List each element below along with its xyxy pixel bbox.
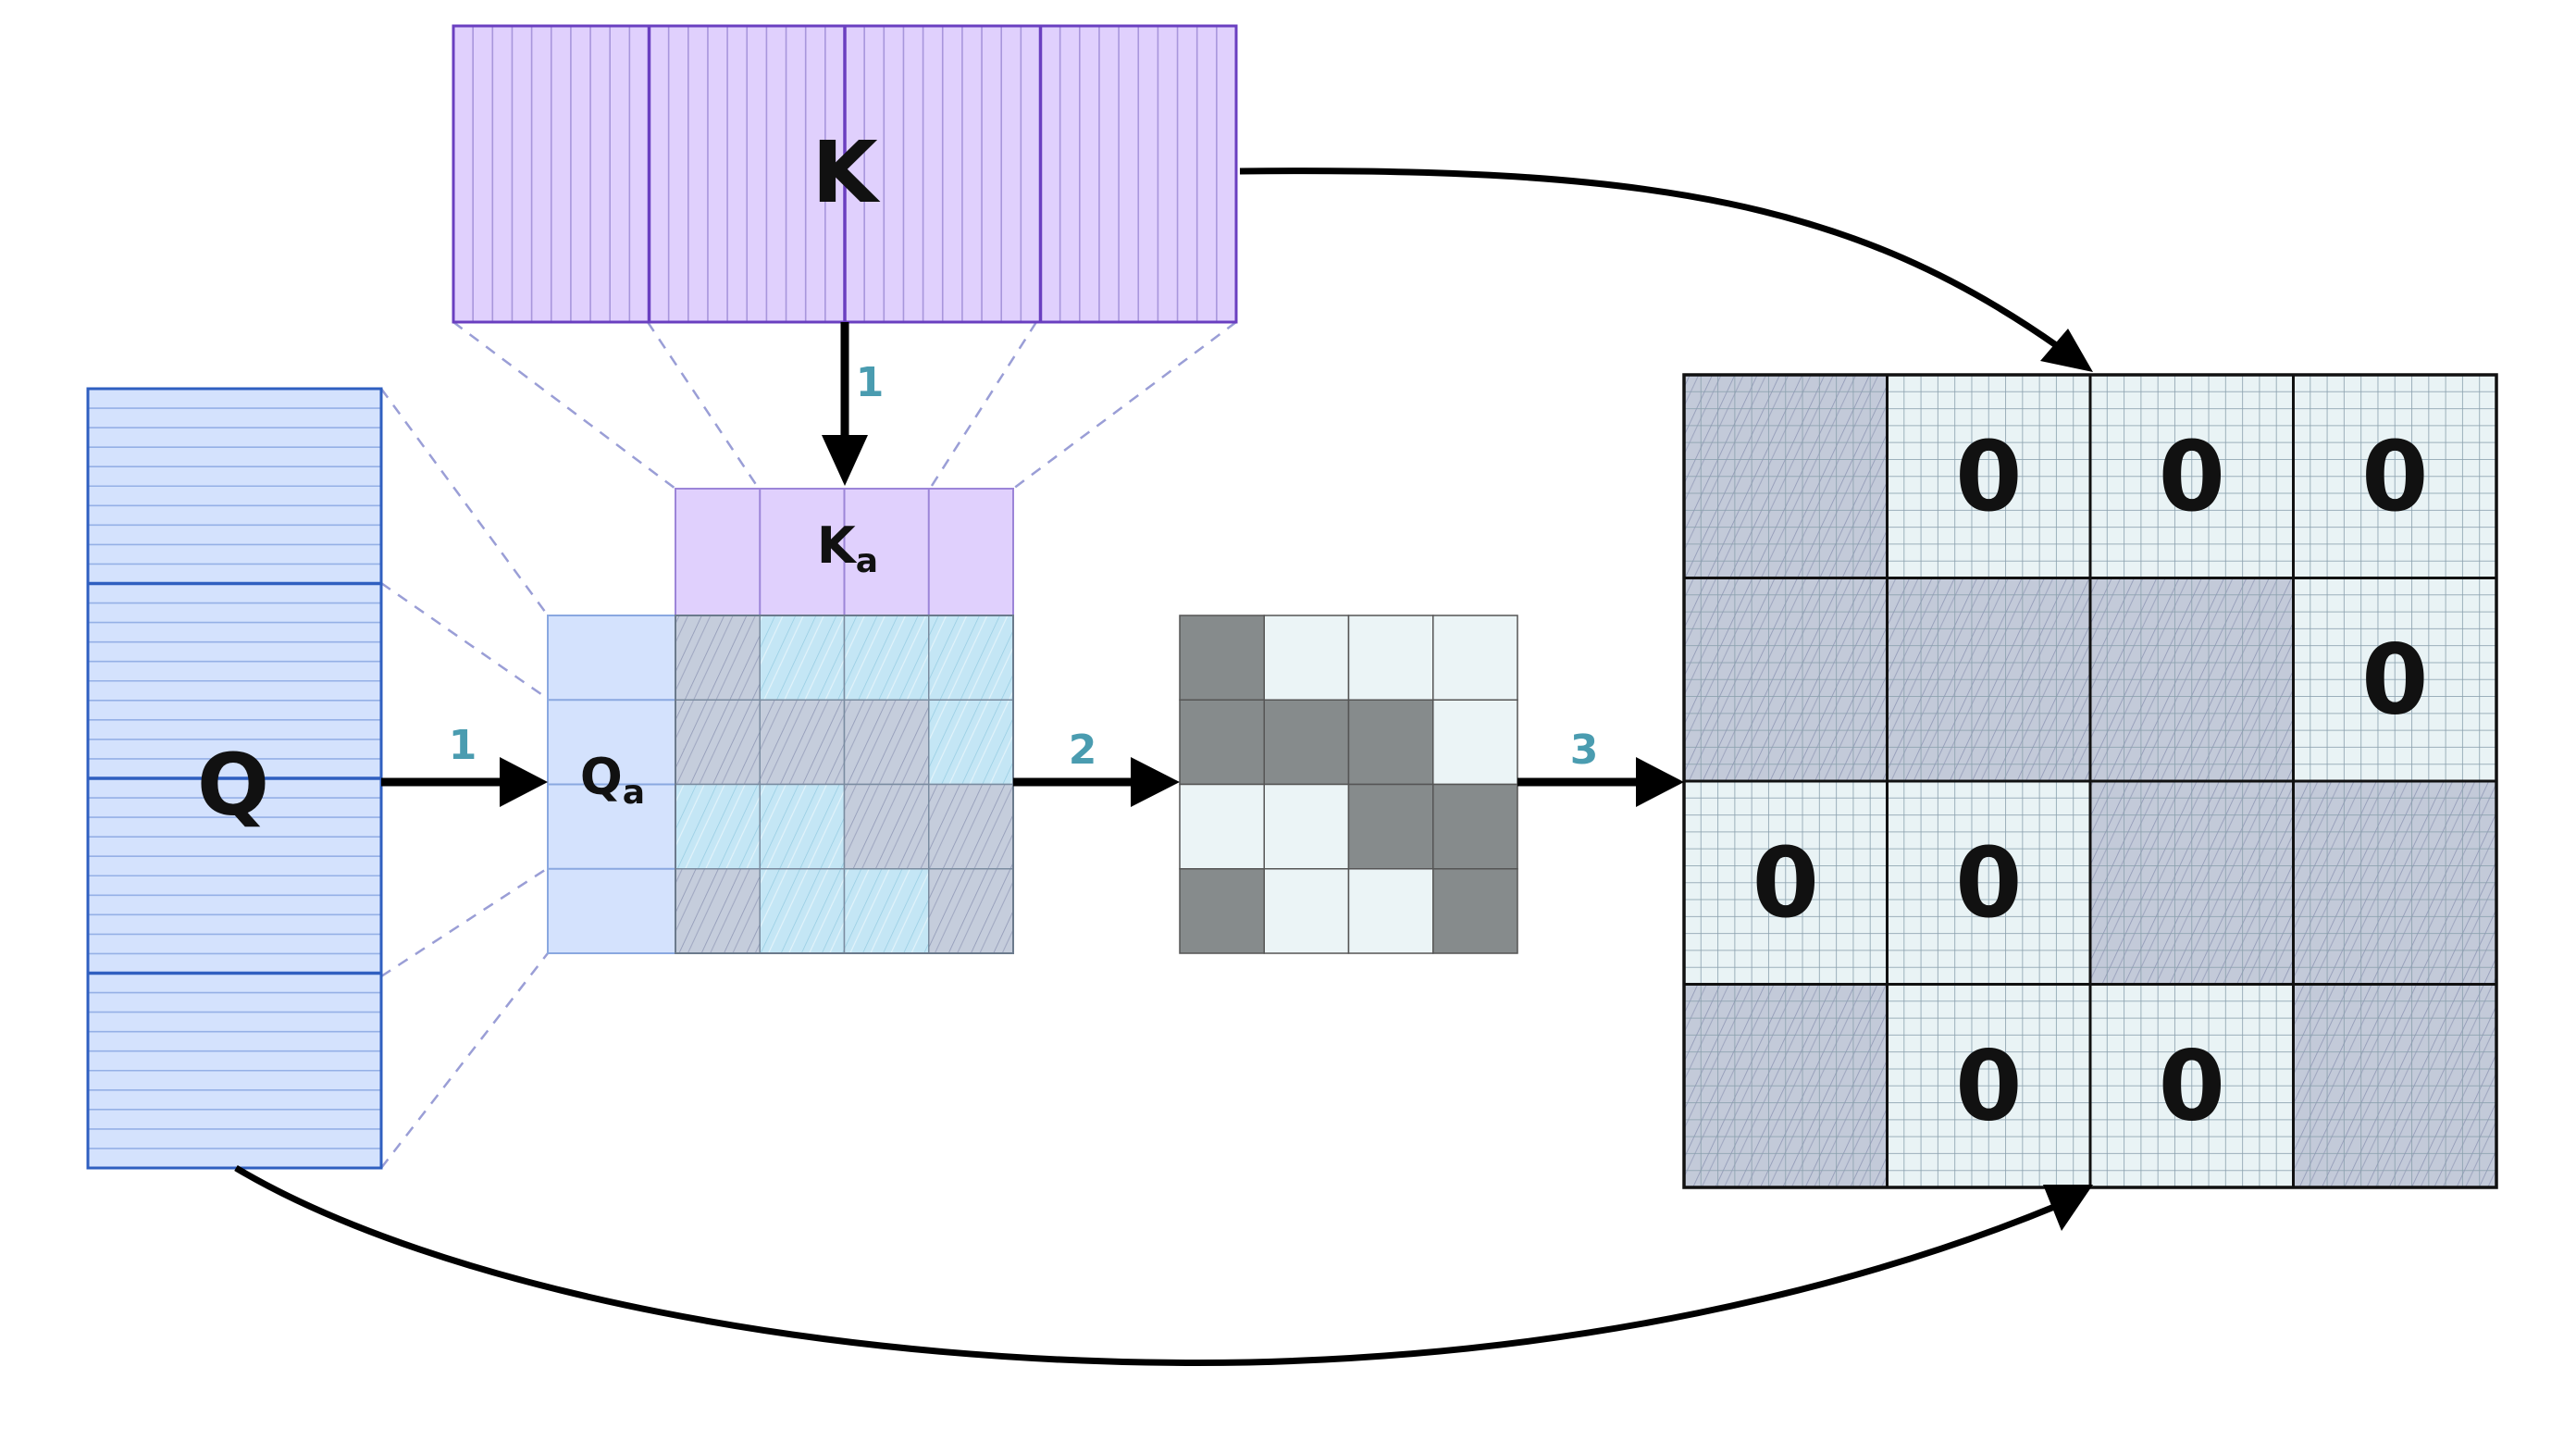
qa-label-sub: a — [623, 774, 645, 812]
mask-cell-light — [1179, 783, 1265, 870]
score-cell-hatch-texture — [844, 700, 929, 785]
step-label-scores-to-mask: 2 — [1069, 727, 1097, 774]
score-cell-light-texture — [760, 868, 845, 953]
curve-q-to-output — [234, 1164, 2061, 1366]
arrowhead-mask-to-output — [1636, 757, 1684, 807]
output-zero-label: 0 — [2361, 420, 2428, 533]
curve-q-to-output-head — [2043, 1185, 2093, 1231]
score-cell-light-texture — [675, 784, 761, 869]
output-zero-label: 0 — [1955, 1029, 2022, 1142]
mask-cell-light — [1263, 783, 1350, 870]
qa-label-main: Q — [580, 748, 623, 806]
k-projection-lines — [452, 320, 1237, 491]
qa-block — [547, 615, 676, 954]
mask-cell-dark — [1179, 615, 1265, 701]
arrowhead-scores-to-mask — [1131, 757, 1180, 807]
arrowhead-q-to-qa — [500, 757, 548, 807]
mask-cell-light — [1263, 615, 1350, 701]
k-matrix — [452, 24, 1238, 324]
arrowheads — [500, 435, 1684, 807]
q-label: Q — [197, 736, 269, 835]
mask-cell-dark — [1347, 699, 1434, 786]
arrows — [381, 322, 1636, 787]
score-cell-hatch-texture — [675, 615, 761, 701]
qa-label: Qa — [580, 748, 645, 812]
output-grid: 0 0 0 0 0 0 0 0 — [1682, 373, 2498, 1189]
mask-cell-light — [1347, 615, 1434, 701]
mask-cell-dark — [1347, 783, 1434, 870]
mask-cell-dark — [1432, 868, 1518, 954]
mask-cell-light — [1432, 615, 1518, 701]
mask-cell-light — [1263, 868, 1350, 954]
mask-cell-light — [1347, 868, 1434, 954]
curve-k-to-output-head — [2040, 329, 2093, 372]
step-label-q-to-qa: 1 — [449, 722, 477, 769]
score-cell-hatch-texture — [675, 700, 761, 785]
step-label-mask-to-output: 3 — [1570, 727, 1599, 774]
score-cell-hatch-texture — [675, 868, 761, 953]
ka-label-main: K — [817, 516, 858, 575]
score-cell-light-texture — [760, 784, 845, 869]
ka-label: Ka — [817, 516, 878, 580]
output-zero-label: 0 — [1955, 826, 2022, 939]
mask-cell-light — [1432, 699, 1518, 786]
output-zero-label: 0 — [2159, 1029, 2225, 1142]
q-matrix — [86, 387, 383, 1170]
step-label-k-to-ka: 1 — [856, 359, 885, 406]
ka-block — [675, 488, 1014, 616]
mask-cell-dark — [1263, 699, 1350, 786]
arrowhead-k-to-ka — [822, 435, 868, 486]
score-cell-light-texture — [844, 615, 929, 701]
score-cell-light-texture — [928, 700, 1013, 785]
k-label: K — [811, 123, 881, 222]
score-cell-light-texture — [844, 868, 929, 953]
score-cell-light-texture — [760, 615, 845, 701]
score-cell-hatch-texture — [760, 700, 845, 785]
score-cell-light-texture — [928, 615, 1013, 701]
output-zero-label: 0 — [2361, 623, 2428, 736]
score-cell-hatch-texture — [928, 868, 1013, 953]
output-zero-label: 0 — [1752, 826, 1819, 939]
ka-label-sub: a — [856, 542, 878, 580]
mask-grid — [1179, 615, 1518, 954]
mask-cell-dark — [1179, 868, 1265, 954]
output-zero-label: 0 — [2159, 420, 2225, 533]
score-cell-hatch-texture — [844, 784, 929, 869]
mask-cell-dark — [1179, 699, 1265, 786]
curve-k-to-output — [1239, 168, 2062, 350]
score-cell-hatch-texture — [928, 784, 1013, 869]
score-grid — [675, 615, 1014, 954]
mask-cell-dark — [1432, 783, 1518, 870]
q-projection-lines — [379, 388, 550, 1169]
output-zero-label: 0 — [1955, 420, 2022, 533]
